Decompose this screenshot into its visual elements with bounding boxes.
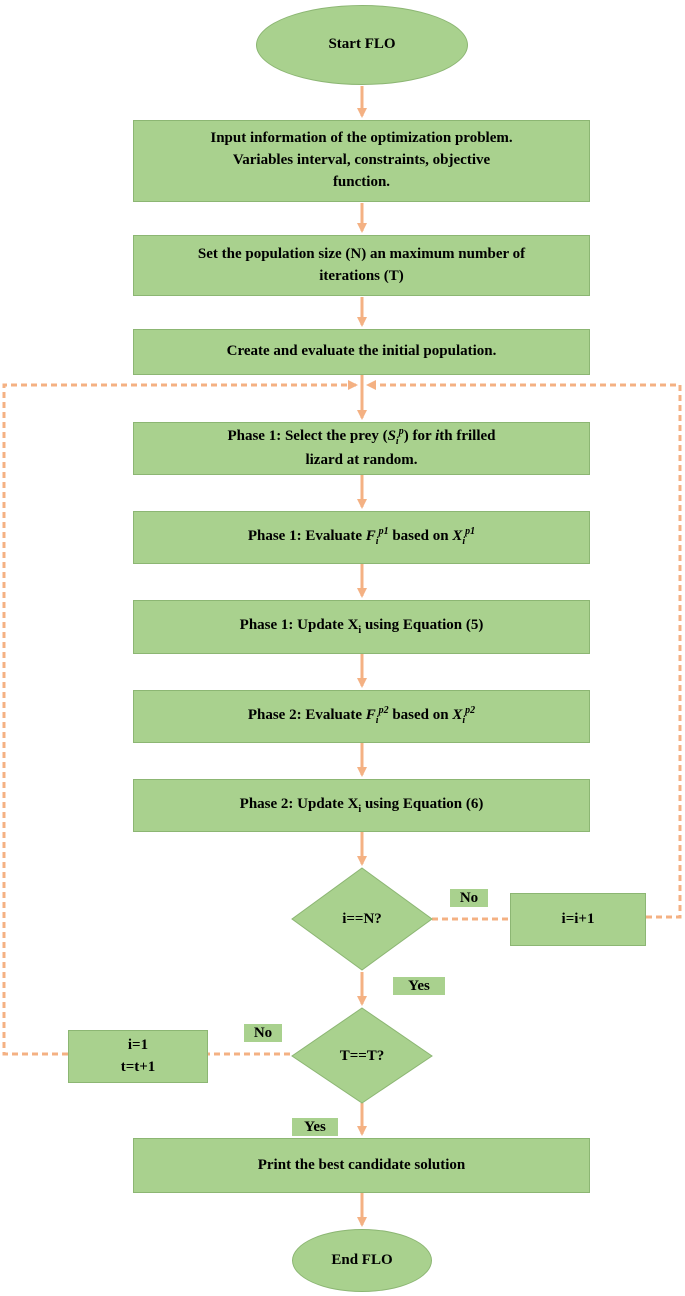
create-box: Create and evaluate the initial populati… xyxy=(133,329,590,375)
input-line-2: Variables interval, constraints, objecti… xyxy=(232,152,491,169)
start-node: Start FLO xyxy=(256,5,468,85)
decision1-diamond xyxy=(291,867,433,971)
yes-label-1: Yes xyxy=(393,977,445,995)
phase1-update-label: Phase 1: Update Xi using Equation (5) xyxy=(239,617,484,637)
no-label-1: No xyxy=(450,889,488,907)
reset-box: i=1 t=t+1 xyxy=(68,1030,208,1083)
loop-right-connector xyxy=(366,380,682,919)
phase1-select-line-2: lizard at random. xyxy=(305,451,418,468)
loop-left-connector xyxy=(2,380,358,1056)
decision1-label: i==N? xyxy=(342,910,382,927)
increment-label: i=i+1 xyxy=(561,910,595,927)
create-label: Create and evaluate the initial populati… xyxy=(226,343,497,360)
no-label-2: No xyxy=(244,1024,282,1042)
setpop-line-2: iterations (T) xyxy=(319,267,404,284)
end-node: End FLO xyxy=(292,1229,432,1292)
reset-line-1: i=1 xyxy=(127,1036,149,1053)
setpop-box: Set the population size (N) an maximum n… xyxy=(133,235,590,296)
phase1-select-box: Phase 1: Select the prey (Sip) for ith f… xyxy=(133,422,590,475)
phase2-eval-label: Phase 2: Evaluate Fip2 based on Xip2 xyxy=(247,705,476,727)
phase1-eval-box: Phase 1: Evaluate Fip1 based on Xip1 xyxy=(133,511,590,564)
input-line-1: Input information of the optimization pr… xyxy=(210,130,513,147)
phase2-update-box: Phase 2: Update Xi using Equation (6) xyxy=(133,779,590,832)
decision2-diamond xyxy=(291,1007,433,1104)
start-label: Start FLO xyxy=(328,36,396,53)
phase1-update-box: Phase 1: Update Xi using Equation (5) xyxy=(133,600,590,654)
input-box: Input information of the optimization pr… xyxy=(133,120,590,202)
phase1-select-line-1: Phase 1: Select the prey (Sip) for ith f… xyxy=(227,426,496,448)
phase1-eval-label: Phase 1: Evaluate Fip1 based on Xip1 xyxy=(247,526,476,548)
phase2-update-label: Phase 2: Update Xi using Equation (6) xyxy=(239,795,484,815)
decision2-label: T==T? xyxy=(339,1047,385,1064)
yes-label-2: Yes xyxy=(292,1118,338,1136)
input-line-3: function. xyxy=(332,173,391,190)
phase2-eval-box: Phase 2: Evaluate Fip2 based on Xip2 xyxy=(133,690,590,743)
print-label: Print the best candidate solution xyxy=(257,1156,466,1173)
setpop-line-1: Set the population size (N) an maximum n… xyxy=(197,245,526,262)
end-label: End FLO xyxy=(331,1251,393,1268)
increment-box: i=i+1 xyxy=(510,893,646,946)
reset-line-2: t=t+1 xyxy=(120,1058,156,1075)
print-box: Print the best candidate solution xyxy=(133,1138,590,1193)
